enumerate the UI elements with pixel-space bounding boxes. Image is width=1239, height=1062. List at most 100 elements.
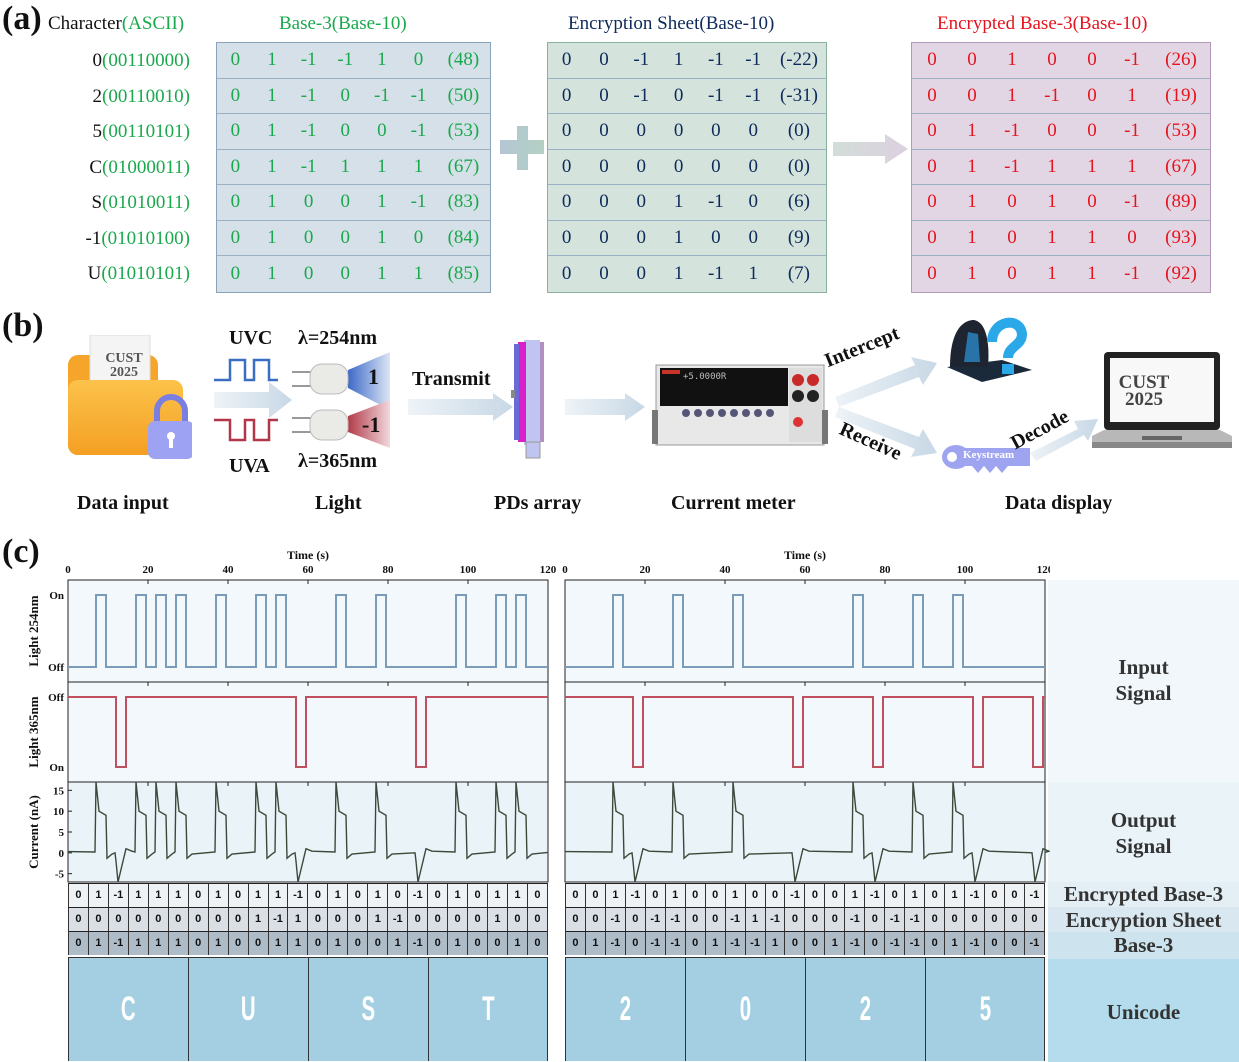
y-tick-label: -5 [55, 869, 65, 881]
digit-cell: 0 [748, 155, 758, 177]
arrow-right-icon [833, 134, 908, 169]
digit-cell: -1 [300, 49, 317, 71]
input-signal-label: Input Signal [1115, 654, 1172, 705]
code-cell: -1 [664, 908, 685, 931]
decimal-cell: (-22) [779, 49, 818, 71]
x-tick-label: 80 [383, 564, 395, 576]
code-cell: 0 [207, 908, 228, 931]
code-cell: 1 [487, 908, 507, 931]
code-cell: 1 [127, 932, 148, 955]
digit-cell: 0 [561, 226, 572, 248]
caption-data-input: Data input [77, 492, 169, 514]
decimal-cell: (92) [1165, 262, 1197, 284]
unicode-char: 5 [979, 990, 991, 1028]
encryption-sheet-title: Encryption Sheet(Base-10) [568, 13, 775, 34]
code-cell: 1 [267, 884, 288, 907]
digit-cell: 1 [1047, 191, 1057, 213]
decimal-cell: (0) [787, 120, 810, 142]
digit-cell: -1 [707, 262, 724, 284]
code-cell: 0 [964, 908, 984, 931]
code-cell: 0 [584, 884, 605, 907]
decimal-cell: (53) [447, 120, 480, 142]
digit-cell: 0 [1007, 262, 1017, 284]
digit-cell: 1 [967, 155, 977, 177]
y-tick-label: 10 [53, 806, 65, 818]
code-cell: 1 [207, 932, 228, 955]
code-cell: 0 [307, 884, 327, 907]
code-cell: 0 [347, 932, 367, 955]
transmit-label: Transmit [412, 368, 491, 390]
code-cell: 0 [1003, 884, 1024, 907]
digit-cell: 0 [340, 84, 350, 106]
ascii-header: (ASCII) [121, 13, 185, 34]
plus-icon [500, 126, 544, 170]
unicode-char: C [121, 990, 136, 1028]
code-cell: 0 [307, 932, 327, 955]
digit-cell: 0 [230, 120, 241, 142]
folder-text: CUST 2025 [104, 352, 144, 380]
ascii-code: (01010100) [101, 227, 190, 249]
code-cell: 0 [684, 884, 705, 907]
digit-cell: 0 [340, 191, 350, 213]
digit-cell: 0 [230, 226, 241, 248]
code-cell: 0 [804, 908, 824, 931]
digit-cell: -1 [1124, 120, 1140, 142]
code-cell: 0 [684, 908, 705, 931]
digit-cell: 0 [303, 191, 314, 213]
digit-cell: -1 [1004, 155, 1020, 177]
unicode-cell: U [188, 957, 308, 1061]
code-cell: -1 [107, 884, 128, 907]
digit-cell: 0 [303, 262, 314, 284]
decimal-cell: (9) [787, 226, 810, 248]
waveforms-icon [214, 358, 278, 442]
code-cell: 0 [187, 908, 208, 931]
x-tick-label: 80 [880, 564, 892, 576]
caption-data-display: Data display [1005, 492, 1113, 514]
unicode-cell: C [68, 957, 188, 1061]
light-365-trace [68, 696, 548, 768]
digit-cell: 1 [1007, 49, 1017, 71]
input-signal-bg [1048, 580, 1239, 782]
code-cell: 1 [247, 908, 268, 931]
digit-cell: 1 [377, 49, 387, 71]
code-cell: 1 [367, 908, 387, 931]
code-cell: 0 [1003, 908, 1024, 931]
code-cell: 0 [704, 908, 725, 931]
encrypted-row-bg [1048, 882, 1239, 907]
unicode-cell: 2 [565, 957, 685, 1061]
code-cell: -1 [884, 908, 904, 931]
code-cell: 0 [1003, 932, 1024, 955]
code-cell: 0 [467, 884, 487, 907]
code-cell: 0 [624, 932, 645, 955]
code-cell: 0 [784, 932, 804, 955]
input-chart-frame [564, 579, 1046, 783]
y-tick-label: 0 [59, 848, 65, 860]
code-cell: 0 [367, 932, 387, 955]
digit-cell: -1 [373, 84, 390, 106]
digit-cell: 0 [599, 84, 609, 106]
code-cell: 0 [87, 908, 108, 931]
character-row: 0(00110000) [30, 43, 190, 79]
decimal-cell: (93) [1165, 226, 1197, 248]
digit-cell: 0 [561, 84, 572, 106]
decimal-cell: (7) [787, 262, 810, 284]
code-cell: -1 [107, 932, 128, 955]
code-cell: -1 [724, 932, 745, 955]
panel-b-label: (b) [2, 307, 44, 344]
code-cell: 1 [604, 884, 625, 907]
current-chart-frame [67, 781, 549, 883]
digit-cell: 0 [711, 226, 721, 248]
code-cell: -1 [964, 932, 984, 955]
digit-cell: -1 [337, 49, 354, 71]
panel-a-label: (a) [2, 0, 42, 37]
code-cell: 1 [367, 884, 387, 907]
code-cell: 0 [864, 908, 884, 931]
code-cell: 1 [824, 932, 844, 955]
code-cell: 0 [487, 932, 507, 955]
digit-cell: 1 [1007, 84, 1017, 106]
digit-cell: 0 [1007, 226, 1017, 248]
digit-cell: 0 [636, 155, 647, 177]
digit-cell: 0 [599, 226, 609, 248]
